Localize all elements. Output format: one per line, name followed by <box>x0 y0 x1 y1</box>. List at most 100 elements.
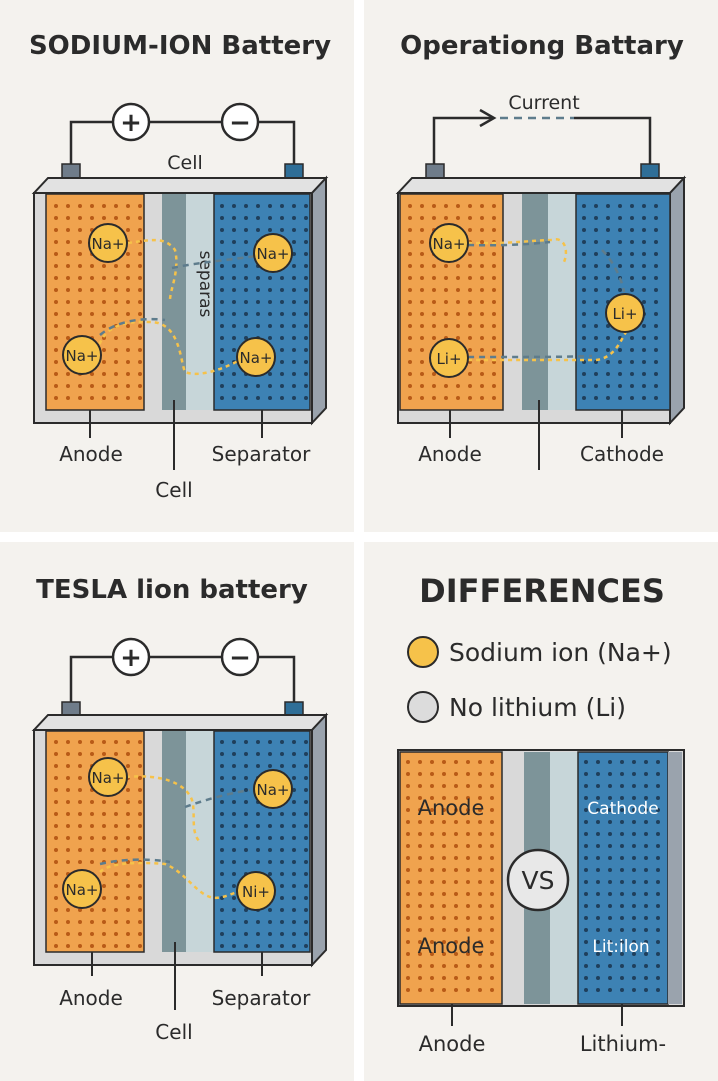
pattern-dot <box>478 856 482 860</box>
pattern-dot <box>490 868 494 872</box>
pattern-dot <box>244 764 248 768</box>
pattern-dot <box>606 204 610 208</box>
pattern-dot <box>268 944 272 948</box>
vs-badge: VS <box>506 848 570 912</box>
pattern-dot <box>220 776 224 780</box>
pattern-dot <box>632 856 636 860</box>
pattern-dot <box>620 940 624 944</box>
pattern-dot <box>642 360 646 364</box>
pattern-dot <box>632 916 636 920</box>
pattern-dot <box>478 844 482 848</box>
pattern-dot <box>90 276 94 280</box>
pattern-dot <box>256 860 260 864</box>
pattern-dot <box>654 384 658 388</box>
pattern-dot <box>620 784 624 788</box>
ion-label: Na+ <box>92 235 125 253</box>
pattern-dot <box>304 764 308 768</box>
pattern-dot <box>126 204 130 208</box>
pattern-dot <box>102 384 106 388</box>
pattern-dot <box>54 764 58 768</box>
pattern-dot <box>444 276 448 280</box>
legend-sodium-label: Sodium ion (Na+) <box>449 638 672 667</box>
pattern-dot <box>432 324 436 328</box>
pattern-dot <box>304 896 308 900</box>
pattern-dot <box>618 384 622 388</box>
pattern-dot <box>304 396 308 400</box>
anode-dot-pattern <box>408 204 496 400</box>
pattern-dot <box>220 216 224 220</box>
pattern-dot <box>408 348 412 352</box>
pattern-dot <box>280 920 284 924</box>
pattern-dot <box>138 824 142 828</box>
pattern-dot <box>594 228 598 232</box>
pattern-dot <box>644 808 648 812</box>
ion-label: Na+ <box>433 235 466 253</box>
pattern-dot <box>620 820 624 824</box>
positive-terminal-icon: + <box>111 102 151 142</box>
panel-differences: DIFFERENCES Sodium ion (Na+) No lithium … <box>364 542 718 1081</box>
pattern-dot <box>582 300 586 304</box>
pattern-dot <box>454 928 458 932</box>
pattern-dot <box>642 372 646 376</box>
pattern-dot <box>466 760 470 764</box>
pattern-dot <box>138 216 142 220</box>
pattern-dot <box>126 360 130 364</box>
pattern-dot <box>418 928 422 932</box>
pattern-dot <box>66 920 70 924</box>
pattern-dot <box>582 264 586 268</box>
pattern-dot <box>620 976 624 980</box>
pattern-dot <box>584 856 588 860</box>
pattern-dot <box>478 796 482 800</box>
anode-label: Anode <box>419 1032 486 1056</box>
pattern-dot <box>54 288 58 292</box>
pattern-dot <box>280 336 284 340</box>
panel-tesla-lion-battery: TESLA lion battery + − <box>0 542 354 1081</box>
pattern-dot <box>232 788 236 792</box>
pattern-dot <box>102 932 106 936</box>
pattern-dot <box>492 288 496 292</box>
pattern-dot <box>492 228 496 232</box>
pattern-dot <box>608 808 612 812</box>
pattern-dot <box>596 892 600 896</box>
pattern-dot <box>138 264 142 268</box>
pattern-dot <box>256 204 260 208</box>
pattern-dot <box>256 384 260 388</box>
pattern-dot <box>114 300 118 304</box>
pattern-dot <box>594 252 598 256</box>
panel-operating-battery: Operationg Battary Current Na+ <box>364 0 718 532</box>
pattern-dot <box>408 288 412 292</box>
pattern-dot <box>420 288 424 292</box>
separator-vertical-text: separas <box>195 251 215 318</box>
pattern-dot <box>138 896 142 900</box>
pattern-dot <box>490 856 494 860</box>
pattern-dot <box>442 916 446 920</box>
pattern-dot <box>304 360 308 364</box>
pattern-dot <box>114 908 118 912</box>
pattern-dot <box>444 288 448 292</box>
pattern-dot <box>304 384 308 388</box>
pattern-dot <box>490 928 494 932</box>
pattern-dot <box>138 384 142 388</box>
pattern-dot <box>444 300 448 304</box>
pattern-dot <box>406 976 410 980</box>
pattern-dot <box>644 892 648 896</box>
pattern-dot <box>584 820 588 824</box>
pattern-dot <box>418 868 422 872</box>
pattern-dot <box>606 240 610 244</box>
pattern-dot <box>644 964 648 968</box>
pattern-dot <box>292 216 296 220</box>
pattern-dot <box>430 916 434 920</box>
pattern-dot <box>268 312 272 316</box>
pattern-dot <box>280 372 284 376</box>
pattern-dot <box>232 240 236 244</box>
pattern-dot <box>644 796 648 800</box>
pattern-dot <box>594 384 598 388</box>
panel-title: Operationg Battary <box>400 31 684 61</box>
pattern-dot <box>304 264 308 268</box>
pattern-dot <box>442 844 446 848</box>
pattern-dot <box>454 868 458 872</box>
pattern-dot <box>466 940 470 944</box>
pattern-dot <box>618 288 622 292</box>
pattern-dot <box>114 812 118 816</box>
pattern-dot <box>54 812 58 816</box>
